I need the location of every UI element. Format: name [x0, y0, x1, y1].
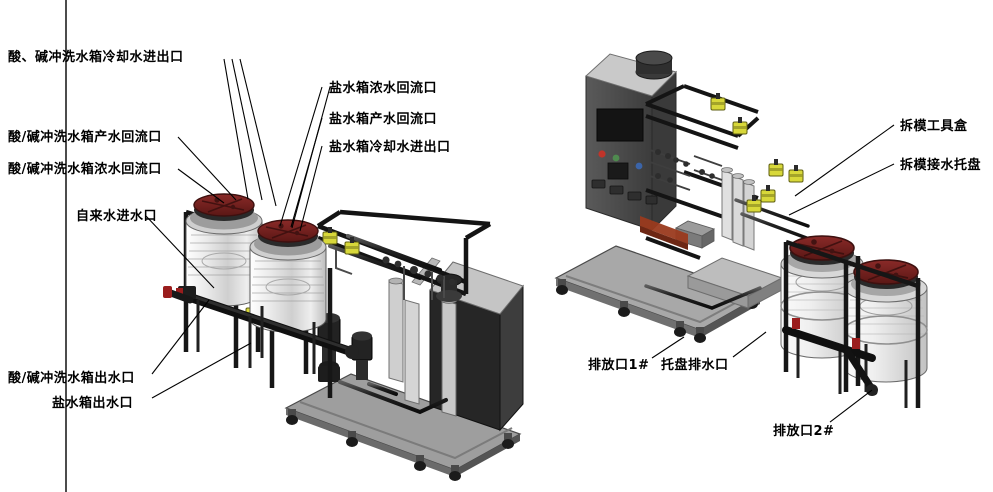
label-tray-drain-port: 托盘排水口: [661, 358, 729, 373]
right-machine-top-drum: [635, 50, 673, 80]
label-acid-alkali-cooling-water-port: 酸、碱冲洗水箱冷却水进出口: [8, 50, 184, 65]
green-indicator: [612, 154, 620, 162]
label-brine-tank-outlet: 盐水箱出水口: [52, 396, 134, 411]
right-machine-copper-manifold: [640, 216, 688, 250]
label-acid-alkali-outlet: 酸/碱冲洗水箱出水口: [8, 371, 135, 386]
hmi-screen: [596, 108, 644, 142]
label-brine-concentrate-return-port: 盐水箱浓水回流口: [329, 81, 438, 96]
left-machine-small-piping: [335, 248, 445, 300]
label-discharge-port-1: 排放口1#: [588, 358, 650, 373]
label-discharge-port-2: 排放口2#: [773, 424, 835, 439]
left-machine-assembly: [163, 193, 524, 481]
right-machine-fittings: [655, 149, 715, 183]
blue-indicator: [635, 162, 643, 170]
red-indicator: [598, 150, 606, 158]
left-machine-inlet-valve: [163, 286, 194, 304]
label-mold-removal-tool-box: 拆模工具盒: [900, 119, 968, 134]
right-machine-discharge-headers: [782, 318, 878, 396]
leader-lines: [145, 58, 895, 423]
label-acid-alkali-permeate-return-port: 酸/碱冲洗水箱产水回流口: [8, 130, 162, 145]
left-machine-fittings: [382, 256, 456, 286]
label-acid-alkali-concentrate-return-port: 酸/碱冲洗水箱浓水回流口: [8, 162, 162, 177]
secondary-screen: [607, 162, 629, 180]
label-brine-cooling-water-port: 盐水箱冷却水进出口: [329, 140, 451, 155]
left-machine-tank-legs: [196, 300, 316, 374]
right-machine-assembly: [554, 50, 928, 408]
label-mold-removal-drip-tray: 拆模接水托盘: [900, 158, 982, 173]
label-tap-water-inlet: 自来水进水口: [76, 209, 158, 224]
left-machine-base-skid: [284, 373, 522, 481]
label-brine-permeate-return-port: 盐水箱产水回流口: [329, 112, 438, 127]
